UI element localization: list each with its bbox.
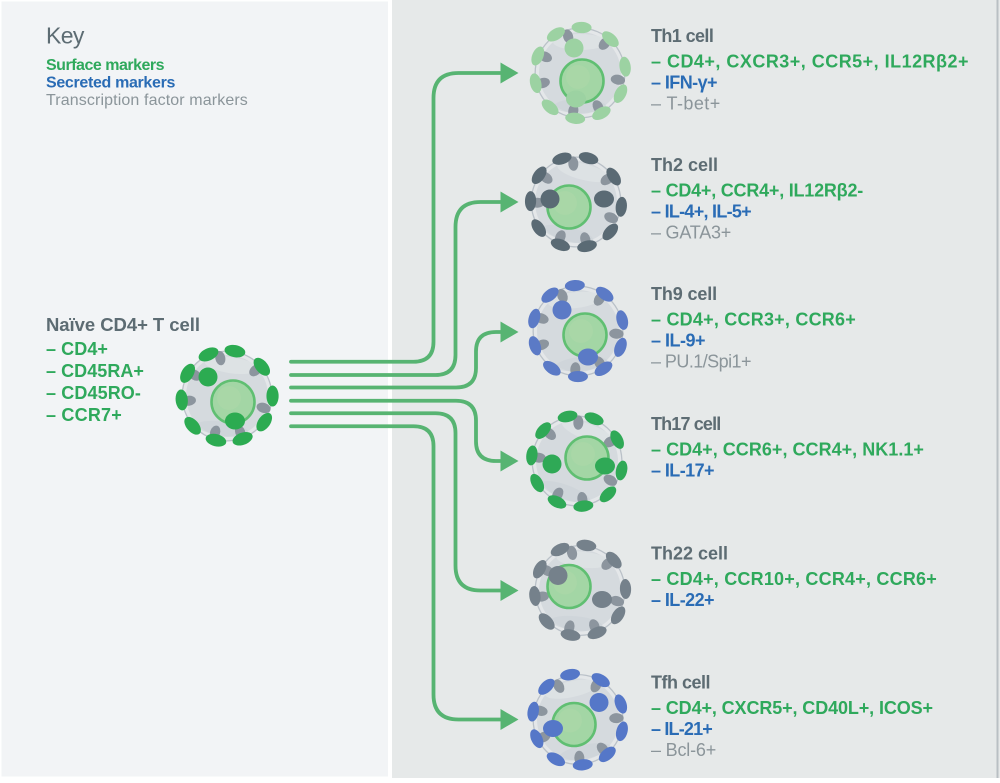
- svg-text:– Bcl-6+: – Bcl-6+: [651, 740, 716, 760]
- svg-text:Th1 cell: Th1 cell: [651, 26, 713, 46]
- svg-text:– IFN-γ+: – IFN-γ+: [651, 73, 717, 93]
- svg-text:– IL-17+: – IL-17+: [651, 461, 714, 481]
- svg-text:Transcription factor markers: Transcription factor markers: [46, 92, 248, 109]
- svg-text:– CD4+, CXCR3+, CCR5+, IL12Rβ2: – CD4+, CXCR3+, CCR5+, IL12Rβ2+: [651, 52, 969, 72]
- svg-text:– CD4+, CCR4+, IL12Rβ2-: – CD4+, CCR4+, IL12Rβ2-: [651, 181, 863, 201]
- svg-text:Surface markers: Surface markers: [46, 57, 165, 74]
- svg-text:Key: Key: [46, 23, 85, 49]
- svg-text:Th2 cell: Th2 cell: [651, 155, 718, 175]
- svg-text:Th22 cell: Th22 cell: [651, 544, 728, 564]
- svg-text:– T-bet+: – T-bet+: [651, 94, 721, 114]
- svg-text:– CD4+, CCR10+, CCR4+, CCR6+: – CD4+, CCR10+, CCR4+, CCR6+: [651, 569, 937, 589]
- svg-text:– CD4+: – CD4+: [46, 339, 108, 359]
- svg-text:Tfh cell: Tfh cell: [651, 673, 710, 693]
- svg-text:– IL-9+: – IL-9+: [651, 331, 705, 351]
- svg-text:Th9 cell: Th9 cell: [651, 284, 717, 304]
- svg-text:– PU.1/Spi1+: – PU.1/Spi1+: [651, 352, 751, 372]
- svg-text:– CD4+, CXCR5+, CD40L+, ICOS+: – CD4+, CXCR5+, CD40L+, ICOS+: [651, 698, 933, 718]
- svg-text:– CD4+, CCR6+, CCR4+, NK1.1+: – CD4+, CCR6+, CCR4+, NK1.1+: [651, 440, 924, 460]
- svg-text:Th17 cell: Th17 cell: [651, 414, 720, 434]
- svg-text:Naïve CD4+ T cell: Naïve CD4+ T cell: [46, 314, 200, 335]
- svg-text:– GATA3+: – GATA3+: [651, 223, 731, 243]
- svg-text:– CD45RA+: – CD45RA+: [46, 361, 144, 381]
- svg-text:– CD4+, CCR3+, CCR6+: – CD4+, CCR3+, CCR6+: [651, 310, 856, 330]
- svg-text:– CCR7+: – CCR7+: [46, 405, 122, 425]
- svg-text:Secreted markers: Secreted markers: [46, 75, 175, 92]
- svg-text:– IL-4+, IL-5+: – IL-4+, IL-5+: [651, 202, 751, 222]
- svg-text:– CD45RO-: – CD45RO-: [46, 383, 141, 403]
- svg-text:– IL-22+: – IL-22+: [651, 590, 714, 610]
- svg-text:– IL-21+: – IL-21+: [651, 719, 712, 739]
